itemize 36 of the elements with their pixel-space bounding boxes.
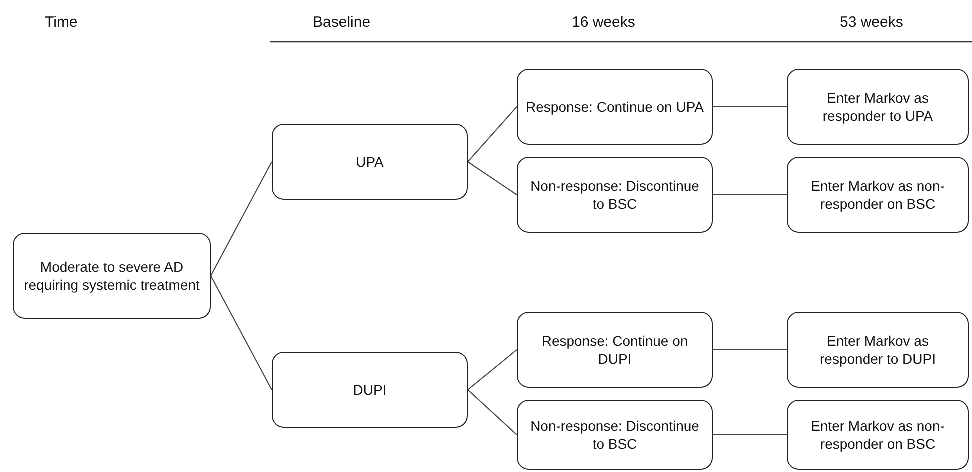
- connector-line: [713, 434, 787, 436]
- column-header: Baseline: [313, 14, 371, 31]
- box-text: Enter Markov as responder to UPA: [822, 88, 934, 126]
- box-text: DUPI: [352, 380, 388, 400]
- box-text: Non-response: Discontinue to BSC: [530, 176, 700, 214]
- connector-line: [713, 106, 787, 108]
- connector-line: [468, 106, 518, 162]
- box-text: UPA: [355, 152, 385, 172]
- column-header: 53 weeks: [840, 14, 904, 31]
- connector-line: [468, 350, 518, 390]
- connector-line: [210, 162, 272, 276]
- box-text: Non-response: Discontinue to BSC: [530, 416, 700, 454]
- box-text: Enter Markov as non-responder on BSC: [810, 176, 946, 214]
- connector-line: [468, 162, 518, 196]
- box-text: Moderate to severe AD requiring systemic treatment: [23, 258, 201, 294]
- box-text: Response: Continue on DUPI: [540, 332, 690, 368]
- connector-line: [210, 276, 272, 390]
- process-box: [13, 233, 211, 319]
- process-box: [272, 352, 468, 428]
- process-box: [787, 400, 969, 470]
- connector-line: [713, 194, 787, 196]
- connector-line: [713, 349, 787, 351]
- box-text: Response: Continue on UPA: [525, 98, 705, 116]
- box-text: Enter Markov as non-responder on BSC: [810, 416, 946, 454]
- box-text: Enter Markov as responder to DUPI: [819, 332, 937, 368]
- process-box: [272, 124, 468, 200]
- process-box: [787, 69, 969, 145]
- process-box: [517, 400, 713, 470]
- connector-line: [468, 390, 518, 436]
- process-box: [517, 157, 713, 233]
- process-box: [787, 157, 969, 233]
- column-header: 16 weeks: [572, 14, 636, 31]
- process-box: [517, 69, 713, 145]
- column-header: Time: [45, 14, 78, 31]
- process-box: [787, 312, 969, 388]
- process-box: [517, 312, 713, 388]
